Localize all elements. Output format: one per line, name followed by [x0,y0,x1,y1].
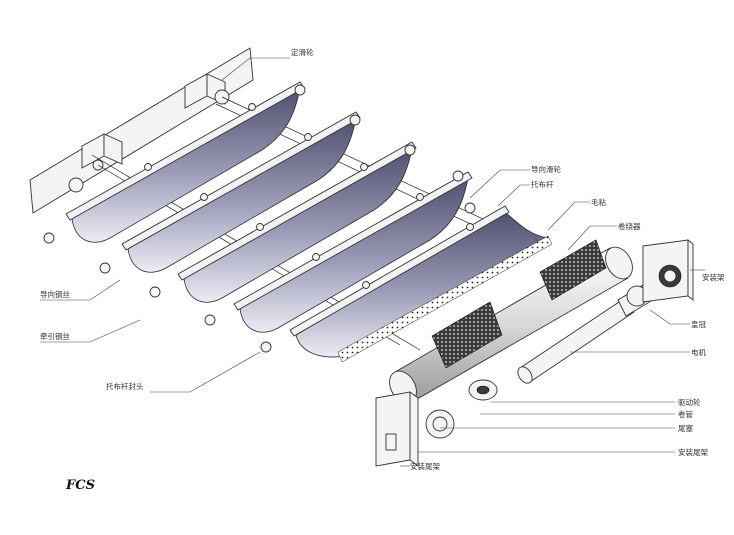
label-qudonglun: 驱动轮 [678,397,701,407]
end-plug [425,409,455,439]
label-tuobuganfengtou: 托布杆封头 [106,381,144,391]
label-daoxianghualun: 导向滑轮 [531,164,561,174]
label-weisai: 尾塞 [678,423,693,433]
label-daoxianggangsi: 导向钢丝 [40,289,70,299]
label-anzhuangjia: 安装架 [702,272,725,282]
label-dianji: 电机 [691,347,706,357]
mounting-bracket-right [642,239,694,303]
label-juanraoqi: 卷绕器 [618,221,641,231]
fabric-panels [71,87,553,363]
label-qianyingangsi: 牵引钢丝 [40,331,70,341]
guide-pulleys [144,103,474,289]
label-dinghualun: 定滑轮 [291,47,314,57]
fabric-support-rails [65,81,510,337]
label-maozhan: 毛粘 [591,197,606,207]
mounting-bracket-left [375,391,419,467]
label-tuobugan: 托布杆 [531,179,554,189]
label-juanguan: 卷管 [678,409,693,419]
label-anzhuangweijia: 安装尾架 [678,447,708,457]
wall-brackets [68,73,230,193]
label-anzhuangweijia-bottom: 安装尾架 [410,461,440,471]
rail-end-caps [43,84,476,353]
drive-wheel [468,379,498,401]
brand-label: FCS [65,478,95,493]
label-huangguan: 皇冠 [691,319,706,329]
leader-lines [40,57,705,467]
